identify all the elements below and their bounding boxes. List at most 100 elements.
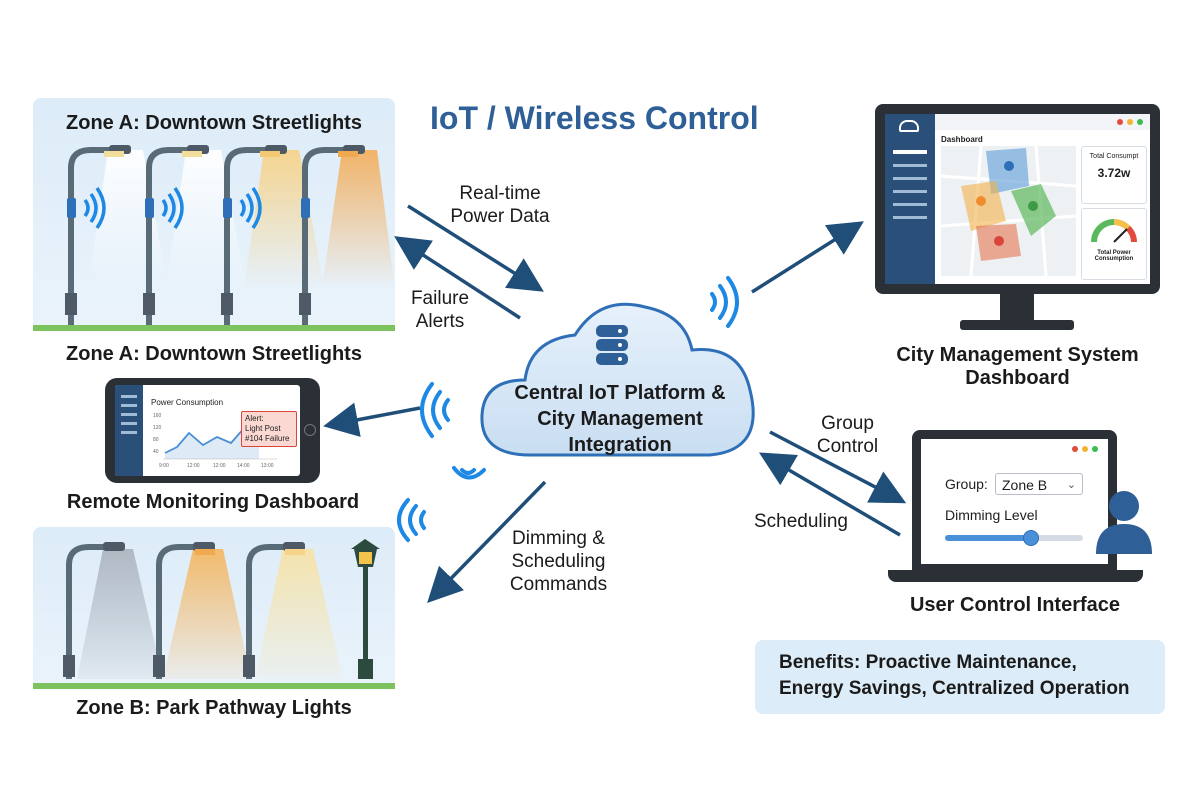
label-line: Control xyxy=(816,436,879,457)
zone-a-header: Zone A: Downtown Streetlights xyxy=(66,112,362,134)
alert-line: Light Post xyxy=(245,424,281,433)
tablet-home-button[interactable] xyxy=(304,424,316,436)
arrow-to-city-dashboard xyxy=(751,221,864,294)
arrow-to-tablet xyxy=(323,402,421,437)
gauge-label: Consumption xyxy=(1094,256,1134,262)
total-consumpt-value: 3.72w xyxy=(1097,166,1131,180)
label-line: Group xyxy=(821,413,874,434)
city-monitor: Dashboard Total Consumpt 3.72w xyxy=(875,104,1160,294)
monitor-topbar xyxy=(885,114,1150,130)
remote-monitoring-tablet: Power Consumption 160 120 80 40 9:00 12:… xyxy=(105,378,320,483)
label-group-control: Group Control xyxy=(805,412,890,458)
window-dot-green xyxy=(1092,446,1098,452)
label-line: Scheduling xyxy=(511,551,606,572)
arrow-failure-alerts xyxy=(394,236,521,320)
caption-line: Dashboard xyxy=(965,367,1070,389)
screen-title: Dashboard xyxy=(941,135,983,144)
city-map xyxy=(941,146,1076,276)
streetlight xyxy=(299,145,395,328)
label-scheduling: Scheduling xyxy=(753,511,849,532)
total-consumpt-label: Total Consumpt xyxy=(1089,153,1139,160)
dimming-slider-track[interactable] xyxy=(945,530,1083,546)
zone-b-lights xyxy=(63,539,380,679)
dimming-label: Dimming Level xyxy=(945,507,1038,523)
city-caption: City Management System Dashboard xyxy=(875,344,1160,390)
benefits-line: Benefits: Proactive Maintenance, xyxy=(779,652,1077,673)
window-dot-red xyxy=(1117,119,1123,125)
window-dot-yellow xyxy=(1082,446,1088,452)
group-select[interactable]: Zone B ⌄ xyxy=(995,473,1083,495)
label-line: Commands xyxy=(509,574,608,595)
monitor-base xyxy=(960,320,1074,330)
y-tick: 160 xyxy=(153,413,162,419)
y-tick: 120 xyxy=(153,425,162,431)
park-light xyxy=(243,542,343,679)
zone-a-panel: Zone A: Downtown Streetlights xyxy=(33,98,395,331)
arrow-group-control xyxy=(769,430,907,504)
cloud-icon xyxy=(899,120,919,132)
cloud-line: City Management xyxy=(537,408,703,430)
zone-b-caption: Zone B: Park Pathway Lights xyxy=(76,697,352,719)
cloud-line: Integration xyxy=(568,434,672,456)
gauge-icon xyxy=(1091,219,1137,243)
chart-title: Power Consumption xyxy=(151,398,224,407)
park-light xyxy=(63,542,163,679)
y-tick: 40 xyxy=(153,449,159,455)
monitor-sidebar xyxy=(885,114,935,284)
label-line: Failure xyxy=(410,288,470,309)
label-realtime: Real-time Power Data xyxy=(440,182,560,228)
zone-b-panel xyxy=(33,527,395,689)
zone-a-caption: Zone A: Downtown Streetlights xyxy=(66,343,362,365)
label-dimming: Dimming & Scheduling Commands xyxy=(496,527,621,596)
caption-line: City Management System xyxy=(896,344,1139,366)
tablet-screen: Power Consumption 160 120 80 40 9:00 12:… xyxy=(115,385,300,476)
diagram-title: IoT / Wireless Control xyxy=(430,100,759,136)
label-failure: Failure Alerts xyxy=(400,287,480,333)
label-line: Dimming & xyxy=(512,528,605,549)
grass-strip xyxy=(33,325,395,331)
laptop-base xyxy=(888,570,1143,582)
wifi-icon xyxy=(239,186,262,230)
x-tick: 12:00 xyxy=(213,463,226,469)
map-pin-icon xyxy=(976,196,986,206)
grass-strip xyxy=(33,683,395,689)
x-tick: 14:00 xyxy=(237,463,250,469)
server-icon xyxy=(596,325,628,365)
user-avatar-icon xyxy=(1096,491,1152,554)
label-line: Alerts xyxy=(415,311,465,332)
cloud-text: Central IoT Platform & City Management I… xyxy=(480,380,760,458)
group-label: Group: xyxy=(945,476,988,492)
label-line: Real-time xyxy=(459,183,541,204)
laptop-screen: Group: Zone B ⌄ Dimming Level xyxy=(921,439,1108,564)
park-light xyxy=(153,542,251,679)
remote-caption: Remote Monitoring Dashboard xyxy=(66,491,360,513)
wifi-icon xyxy=(83,186,106,230)
label-line: Power Data xyxy=(450,206,550,227)
window-dot-red xyxy=(1072,446,1078,452)
wifi-icon xyxy=(420,382,450,438)
wifi-icon xyxy=(397,498,426,542)
laptop: Group: Zone B ⌄ Dimming Level xyxy=(912,430,1117,570)
map-pin-icon xyxy=(994,236,1004,246)
window-dot-yellow xyxy=(1127,119,1133,125)
map-pin-icon xyxy=(1004,161,1014,171)
map-pin-icon xyxy=(1028,201,1038,211)
y-tick: 80 xyxy=(153,437,159,443)
tablet-sidebar xyxy=(115,385,143,476)
total-consumpt-card: Total Consumpt 3.72w xyxy=(1081,146,1147,204)
alert-line: #104 Failure xyxy=(245,434,290,443)
monitor-stand xyxy=(1000,294,1034,322)
dimming-slider-knob[interactable] xyxy=(1022,530,1039,546)
lantern-post xyxy=(351,539,380,679)
alert-line: Alert: xyxy=(245,414,264,423)
window-dot-green xyxy=(1137,119,1143,125)
chevron-down-icon: ⌄ xyxy=(1066,479,1076,491)
user-caption: User Control Interface xyxy=(909,594,1121,616)
wifi-icon xyxy=(452,466,486,480)
benefits-line: Energy Savings, Centralized Operation xyxy=(779,678,1130,699)
cloud-line: Central IoT Platform & xyxy=(514,382,726,404)
arrow-realtime-data xyxy=(407,204,544,292)
x-tick: 13:00 xyxy=(261,463,274,469)
